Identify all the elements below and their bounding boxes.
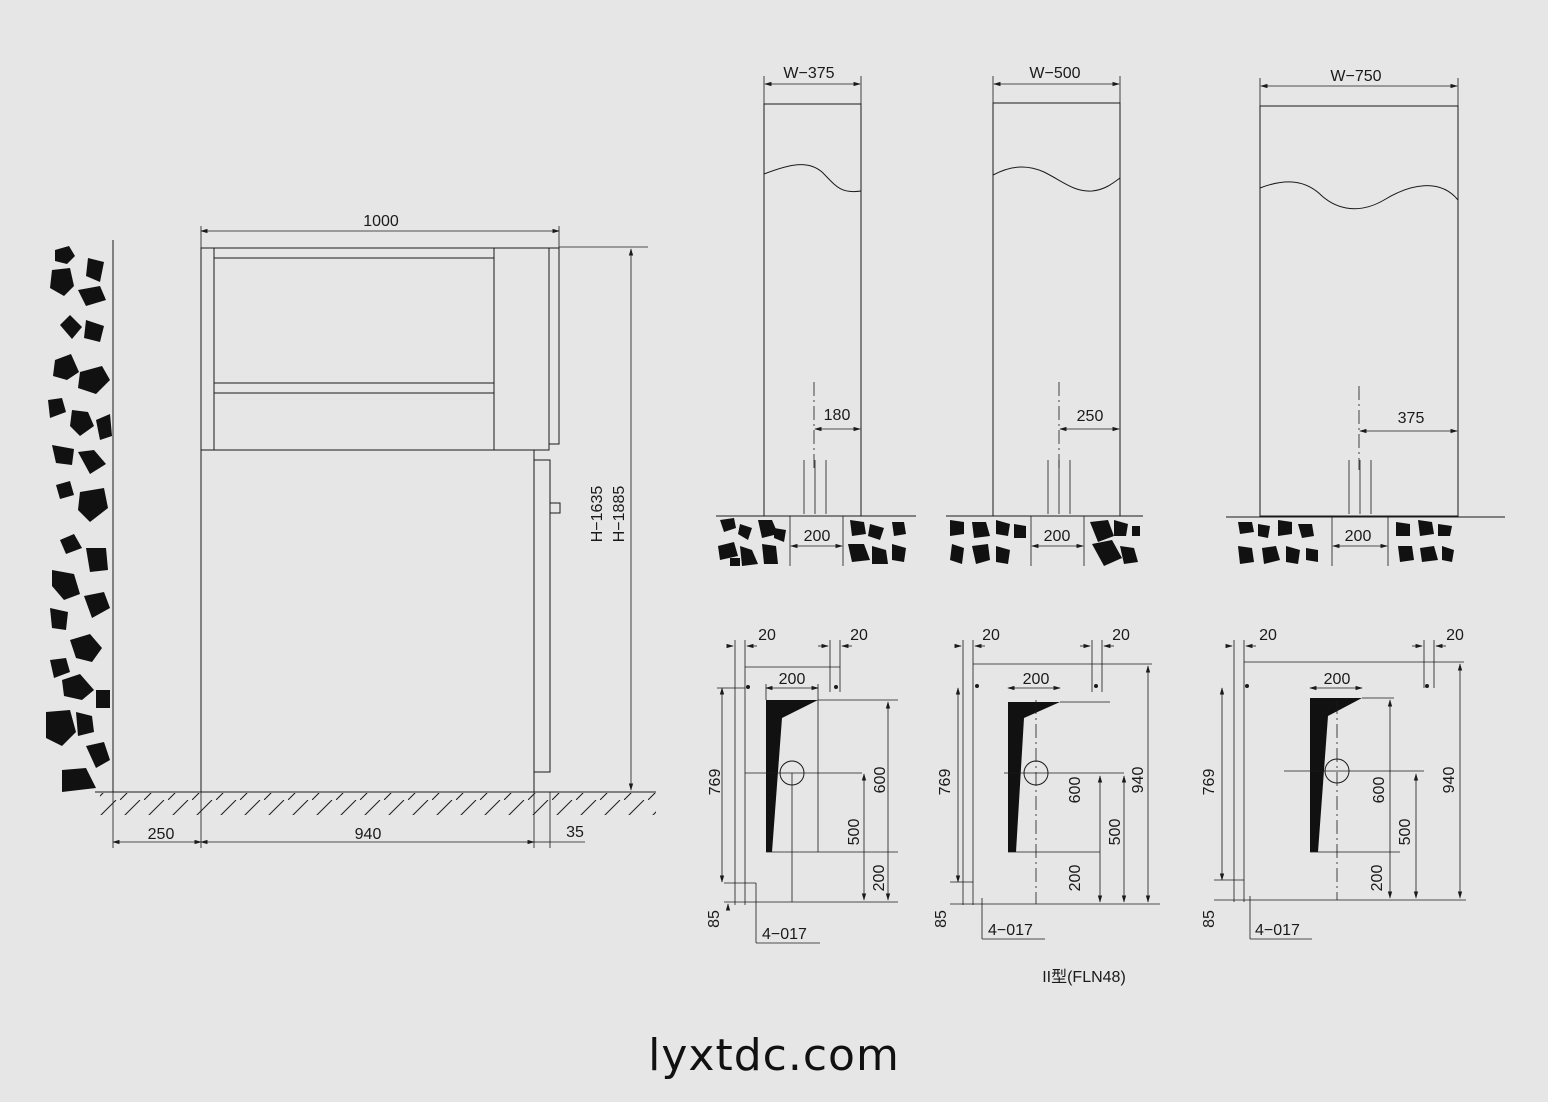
dim-250: 250 — [148, 826, 175, 843]
pit-dim: 200 — [804, 528, 831, 545]
top-dim: 200 — [1324, 671, 1351, 688]
top-dim: 200 — [1023, 671, 1050, 688]
dim-600: 600 — [1067, 777, 1084, 804]
dim-200: 200 — [871, 865, 888, 892]
right-gap: 20 — [850, 627, 868, 644]
left-gap: 20 — [758, 627, 776, 644]
dim-500: 500 — [1397, 819, 1414, 846]
holes-label: 4−017 — [1255, 922, 1300, 939]
dim-940: 940 — [1130, 767, 1147, 794]
right-gap: 20 — [1446, 627, 1464, 644]
dim-500: 500 — [846, 819, 863, 846]
plan-view-2: 20 20 200 769 85 4−017 600 500 200 940 — [933, 627, 1160, 940]
right-gap: 20 — [1112, 627, 1130, 644]
width-label: W−500 — [1029, 65, 1080, 82]
dim-h1885: H−1885 — [611, 486, 628, 543]
front-view-500: W−500 250 200 — [946, 65, 1143, 566]
plan-view-1: 20 20 200 769 85 4−017 600 500 200 — [706, 627, 898, 944]
dim-h1635: H−1635 — [589, 486, 606, 543]
left-gap: 20 — [982, 627, 1000, 644]
dim-200: 200 — [1369, 865, 1386, 892]
dim-600: 600 — [872, 767, 889, 794]
dim-940: 940 — [1441, 767, 1458, 794]
dim-1000: 1000 — [363, 213, 399, 230]
dim-769: 769 — [707, 769, 724, 796]
plan-view-3: 20 20 200 769 85 4−017 600 500 200 940 — [1201, 627, 1466, 940]
front-view-750: W−750 375 200 — [1226, 68, 1505, 566]
width-label: W−750 — [1330, 68, 1381, 85]
dim-85: 85 — [706, 910, 723, 928]
dim-35: 35 — [566, 824, 584, 841]
center-dim: 375 — [1398, 410, 1425, 427]
side-view: 1000 H−1635 H−1885 250 940 35 — [46, 213, 656, 848]
dim-940: 940 — [355, 826, 382, 843]
dim-85: 85 — [1201, 910, 1218, 928]
model-caption: II型(FLN48) — [1042, 968, 1126, 986]
holes-label: 4−017 — [762, 926, 807, 943]
dim-200: 200 — [1067, 865, 1084, 892]
pit-dim: 200 — [1345, 528, 1372, 545]
center-dim: 250 — [1077, 408, 1104, 425]
left-gap: 20 — [1259, 627, 1277, 644]
dim-769: 769 — [1201, 769, 1218, 796]
dim-85: 85 — [933, 910, 950, 928]
watermark-text: lyxtdc.com — [648, 1030, 900, 1081]
top-dim: 200 — [779, 671, 806, 688]
dim-600: 600 — [1371, 777, 1388, 804]
center-dim: 180 — [824, 407, 851, 424]
dim-500: 500 — [1107, 819, 1124, 846]
width-label: W−375 — [783, 65, 834, 82]
holes-label: 4−017 — [988, 922, 1033, 939]
front-view-375: W−375 180 200 — [716, 65, 916, 566]
wall-rubble — [46, 246, 112, 792]
dim-769: 769 — [937, 769, 954, 796]
pit-dim: 200 — [1044, 528, 1071, 545]
